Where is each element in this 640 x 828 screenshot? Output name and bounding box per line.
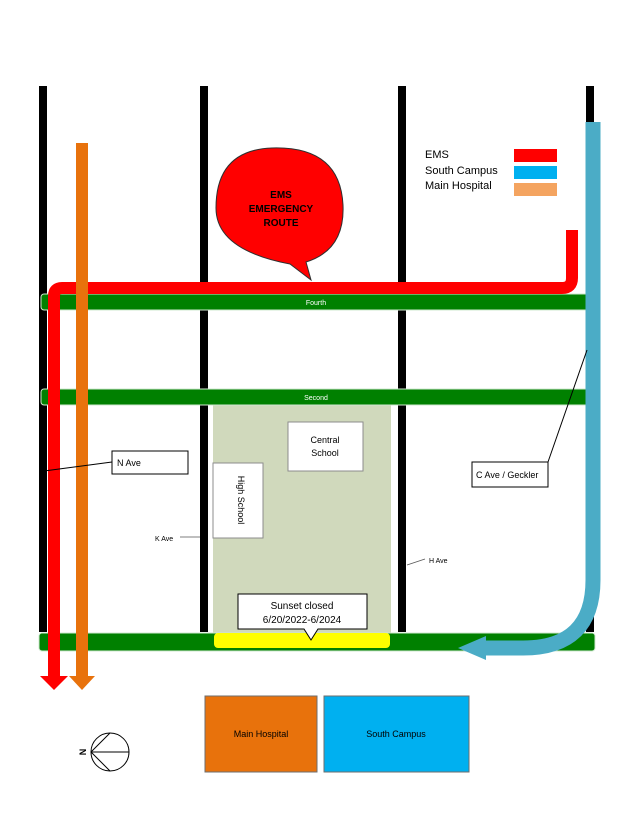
south-campus-route-line: [484, 122, 601, 656]
n-ave-box: [111, 450, 189, 475]
main-hospital-route-arrowhead: [69, 676, 95, 690]
south-campus-label: South Campus: [366, 729, 426, 739]
street-second-label: Second: [304, 395, 328, 402]
high-school-label: High School: [236, 476, 246, 525]
high-school-box: [212, 462, 264, 539]
c-ave-leader: [547, 349, 588, 463]
c-ave-label: C Ave / Geckler: [476, 470, 538, 480]
sunset-closed-callout: [237, 593, 368, 641]
main-hospital-route-line: [76, 143, 88, 676]
sunset-closed-line1: Sunset closed: [271, 601, 334, 612]
main-hospital-label: Main Hospital: [234, 729, 289, 739]
h-ave-label: H Ave: [429, 558, 448, 565]
south-campus-route-arrowhead: [458, 636, 486, 660]
legend-swatch-main-hospital: [514, 183, 557, 196]
compass-rose: [90, 732, 130, 772]
n-ave-label: N Ave: [117, 458, 141, 468]
road-k-ave: [200, 86, 208, 632]
ems-route-line: [48, 230, 578, 676]
main-hospital-box: [204, 695, 318, 773]
compass-north-label: N: [78, 749, 88, 756]
legend-swatch-ems: [514, 149, 557, 162]
h-ave-leader: [406, 558, 426, 566]
sunset-closure-highlight: [214, 633, 390, 648]
ems-callout-line1: EMS: [270, 190, 292, 201]
n-ave-leader: [43, 461, 113, 472]
central-school-box: [287, 421, 364, 472]
road-far-left: [39, 86, 47, 632]
ems-callout-bubble: [215, 147, 344, 282]
road-h-ave: [398, 86, 406, 632]
ems-callout-line2: EMERGENCY: [249, 204, 314, 215]
legend-label-ems: EMS: [425, 149, 449, 161]
sunset-closed-line2: 6/20/2022-6/2024: [263, 615, 342, 626]
ems-route-arrowhead: [40, 676, 68, 690]
central-school-label-line2: School: [311, 448, 339, 458]
k-ave-label: K Ave: [155, 536, 173, 543]
ems-callout-line3: ROUTE: [264, 218, 299, 229]
c-ave-box: [471, 461, 549, 488]
central-school-label-line1: Central: [310, 435, 339, 445]
street-fourth-label: Fourth: [306, 300, 326, 307]
legend-swatch-south-campus: [514, 166, 557, 179]
south-campus-box: [323, 695, 470, 773]
legend-label-main-hospital: Main Hospital: [425, 180, 492, 192]
legend-label-south-campus: South Campus: [425, 165, 498, 177]
